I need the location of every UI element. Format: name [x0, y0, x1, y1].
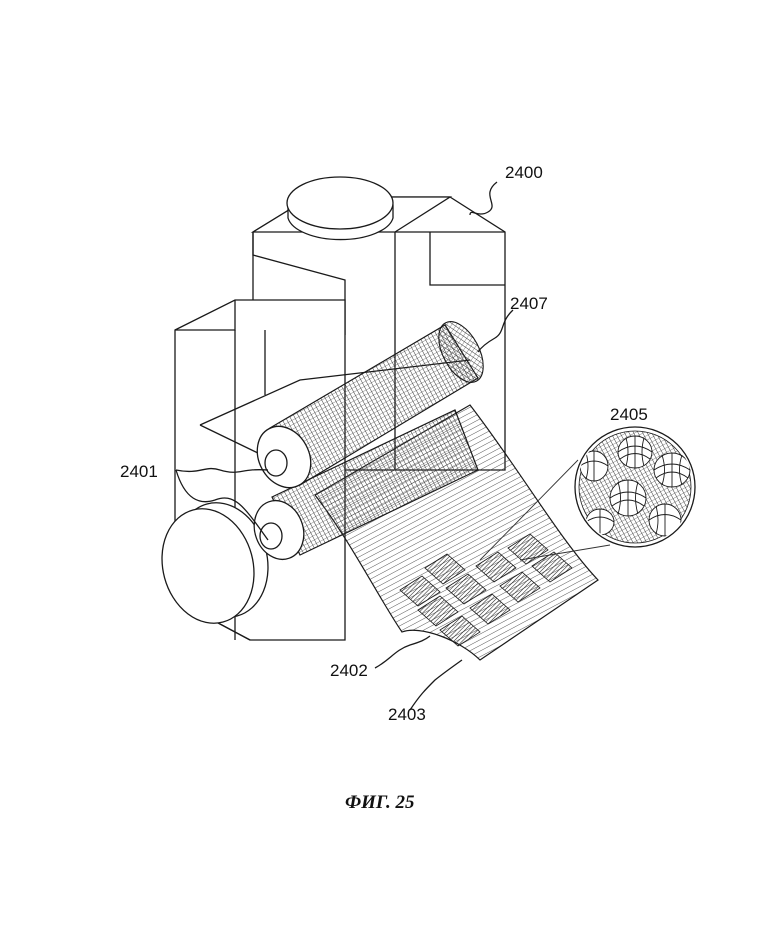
label-2403: 2403: [388, 705, 426, 724]
label-2405: 2405: [610, 405, 648, 424]
figure-caption: ФИГ. 25: [345, 792, 415, 813]
label-2401: 2401: [120, 462, 158, 481]
microstructure-dome: [610, 480, 646, 516]
label-2400: 2400: [505, 163, 543, 182]
microstructure-dome: [586, 509, 614, 535]
microstructure-dome: [654, 453, 690, 487]
label-2407: 2407: [510, 294, 548, 313]
microstructure-dome: [618, 436, 652, 468]
label-2402: 2402: [330, 661, 368, 680]
